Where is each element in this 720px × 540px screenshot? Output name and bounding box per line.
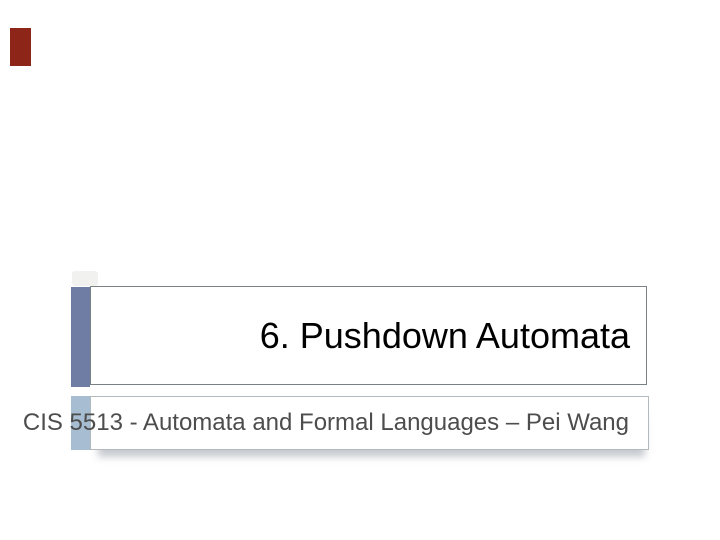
corner-accent-bar (10, 28, 31, 66)
slide-title: 6. Pushdown Automata (259, 315, 630, 356)
title-box: 6. Pushdown Automata (90, 286, 647, 385)
title-accent-bar-shadow (72, 271, 98, 286)
slide-subtitle: CIS 5513 - Automata and Formal Languages… (22, 409, 629, 437)
title-accent-bar (71, 287, 90, 387)
subtitle-box: CIS 5513 - Automata and Formal Languages… (23, 396, 649, 450)
subtitle-accent-bar (71, 396, 90, 450)
